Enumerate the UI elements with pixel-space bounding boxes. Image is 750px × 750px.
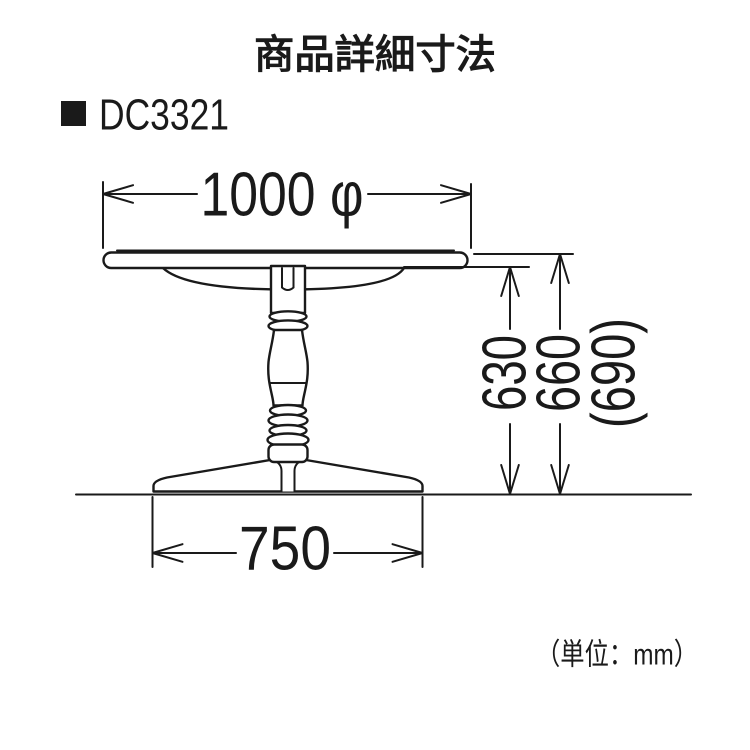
dimension-label-height-690: (690)	[580, 318, 649, 428]
dimension-label-diameter: 1000 φ	[201, 161, 364, 230]
dimension-height-630	[403, 266, 530, 495]
dimension-label-height-630: 630	[471, 335, 540, 411]
arrow-right-icon	[391, 543, 424, 563]
unit-note: （単位：mm）	[536, 639, 698, 672]
pedestal-column	[266, 264, 310, 448]
dimension-label-height-660: 660	[525, 334, 594, 412]
tabletop-outline	[102, 249, 469, 270]
arrow-left-icon	[102, 184, 134, 204]
dimension-height-660	[473, 253, 574, 495]
dimension-base-width	[151, 496, 424, 568]
base-legs	[152, 443, 424, 493]
arrow-down-icon	[550, 464, 570, 495]
bullet-square-icon	[61, 101, 86, 126]
table-drawing	[75, 249, 692, 496]
arrow-right-icon	[440, 184, 472, 204]
dimension-label-base-width: 750	[239, 515, 331, 584]
arrow-up-icon	[550, 253, 570, 284]
arrow-left-icon	[151, 543, 184, 563]
arrow-up-icon	[500, 266, 520, 297]
arrow-down-icon	[500, 464, 520, 495]
dimension-diameter	[102, 181, 472, 249]
page-title: 商品詳細寸法	[254, 33, 496, 77]
product-code: DC3321	[99, 91, 229, 140]
